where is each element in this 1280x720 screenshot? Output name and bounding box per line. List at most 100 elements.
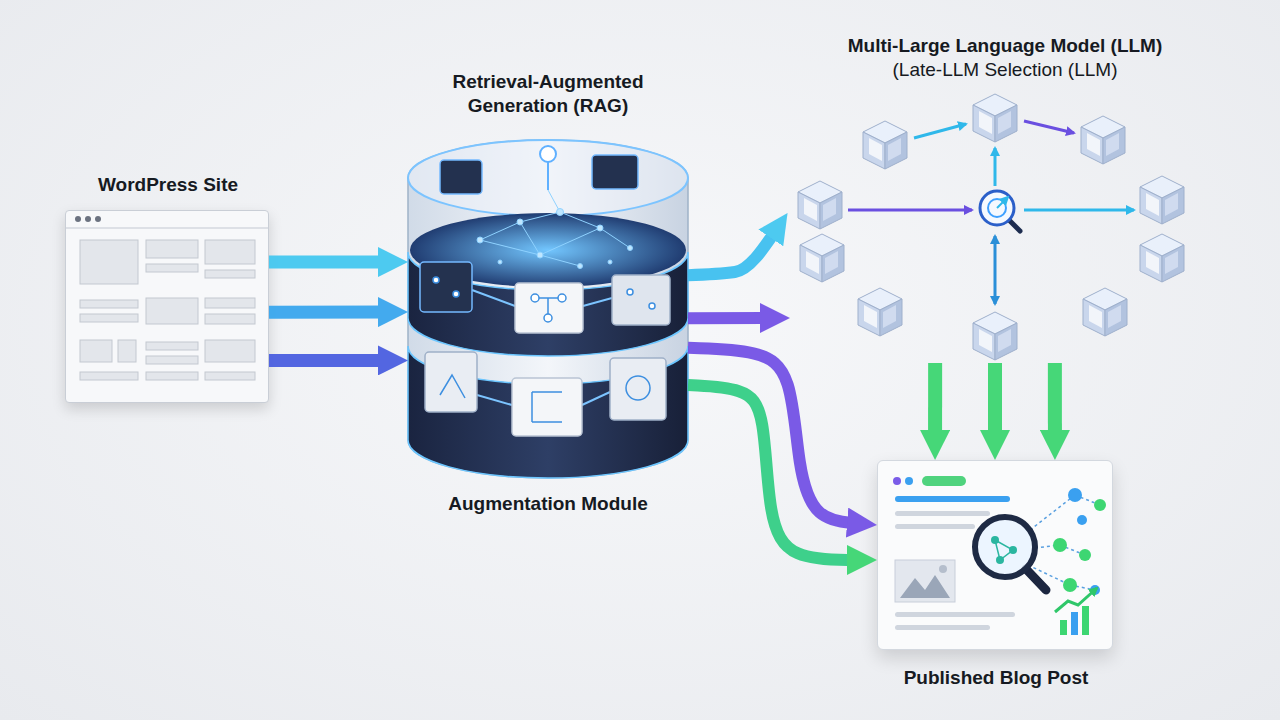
page-block xyxy=(146,298,198,324)
icon-link xyxy=(547,298,549,318)
page-block xyxy=(205,298,255,308)
icon-dot xyxy=(627,289,633,295)
node-heading: WordPress Site xyxy=(26,173,310,197)
network-dot xyxy=(628,246,633,251)
network-link xyxy=(540,228,600,255)
model-arrow xyxy=(994,236,997,304)
model-cube xyxy=(1081,116,1125,164)
selector-lens xyxy=(980,191,1014,225)
model-cube xyxy=(973,94,1017,142)
post-tag xyxy=(922,476,966,486)
icon-link xyxy=(440,375,465,398)
network-node xyxy=(1077,515,1087,525)
data-panel xyxy=(515,283,583,333)
chart-bar xyxy=(1060,620,1067,635)
network-link xyxy=(1075,495,1100,505)
website-illustration xyxy=(66,216,268,380)
network-link xyxy=(1070,585,1095,590)
data-panel xyxy=(610,358,666,420)
network-node xyxy=(1090,585,1100,595)
window-dot xyxy=(95,216,101,222)
page-block xyxy=(80,240,138,284)
network-dot xyxy=(537,252,543,258)
flow-arrow xyxy=(688,348,859,524)
model-cube xyxy=(858,288,902,336)
trend-arrow xyxy=(1055,588,1097,612)
network-link xyxy=(480,222,520,240)
post-dot xyxy=(893,477,901,485)
neural-network xyxy=(477,190,633,269)
network-node xyxy=(1094,499,1106,511)
cylinder-outline xyxy=(408,140,688,478)
image-sun xyxy=(939,565,947,573)
selector-arrow xyxy=(997,197,1008,208)
chart-bar xyxy=(1082,606,1089,635)
node-heading: Retrieval-Augmented Generation (RAG) xyxy=(430,70,666,118)
data-panel xyxy=(425,352,477,412)
network-link xyxy=(520,212,560,222)
panel-link xyxy=(582,392,610,405)
model-cube xyxy=(1140,176,1184,224)
page-block xyxy=(80,340,112,362)
website-window: WordPress Site xyxy=(65,210,269,403)
icon-bracket xyxy=(532,392,562,422)
connector-group xyxy=(269,228,1055,560)
network-link xyxy=(520,222,540,255)
icon-dot xyxy=(649,303,655,309)
page-block xyxy=(205,372,255,380)
network-link xyxy=(1028,565,1070,585)
image-mountain xyxy=(900,575,950,598)
network-link xyxy=(480,240,540,255)
selector-target xyxy=(988,199,1006,217)
flow-arrow xyxy=(269,306,390,319)
model-arrow xyxy=(848,209,972,212)
page-block xyxy=(205,270,255,278)
icon-ring xyxy=(626,376,650,400)
flow-arrow xyxy=(269,256,390,269)
llm-cluster: Multi-Large Language Model (LLM)(Late-LL… xyxy=(790,88,1200,363)
storage-band xyxy=(408,346,688,478)
model-cube xyxy=(1140,234,1184,282)
magnifier-handle xyxy=(1026,569,1046,590)
panel-link xyxy=(583,298,612,306)
post-text-line xyxy=(895,524,975,529)
icon-dot xyxy=(531,294,539,302)
data-panel xyxy=(612,275,670,325)
icon-dot xyxy=(453,291,459,297)
page-blocks xyxy=(80,240,255,380)
page-block xyxy=(80,372,138,380)
chart-bar xyxy=(1071,612,1078,635)
network-link xyxy=(1035,545,1060,548)
network-node xyxy=(1053,538,1067,552)
lens-node xyxy=(1009,546,1017,554)
network-dot xyxy=(477,237,483,243)
network-links xyxy=(1028,495,1100,590)
selector-handle xyxy=(1009,220,1020,231)
network-glow xyxy=(410,213,686,287)
data-panel xyxy=(440,160,482,194)
flow-arrow xyxy=(688,228,777,275)
model-cube xyxy=(1083,288,1127,336)
network-link xyxy=(1030,495,1075,530)
model-arrow xyxy=(994,148,997,186)
node-heading: Published Blog Post xyxy=(856,666,1136,690)
post-text-line xyxy=(895,612,1015,617)
lens-network xyxy=(995,540,1013,560)
page-block xyxy=(80,314,138,322)
page-block xyxy=(146,240,198,258)
flow-arrow xyxy=(269,354,390,367)
model-arrow xyxy=(1024,121,1074,133)
flow-arrow xyxy=(928,363,942,442)
page-block xyxy=(118,340,136,362)
icon-dot xyxy=(558,294,566,302)
page-block xyxy=(205,314,255,324)
panel-link xyxy=(472,290,515,306)
cylinder-rim xyxy=(408,140,688,216)
flow-arrow xyxy=(688,312,772,324)
network-link xyxy=(540,255,580,266)
network-dot xyxy=(578,264,583,269)
title-bar-line xyxy=(66,227,268,229)
